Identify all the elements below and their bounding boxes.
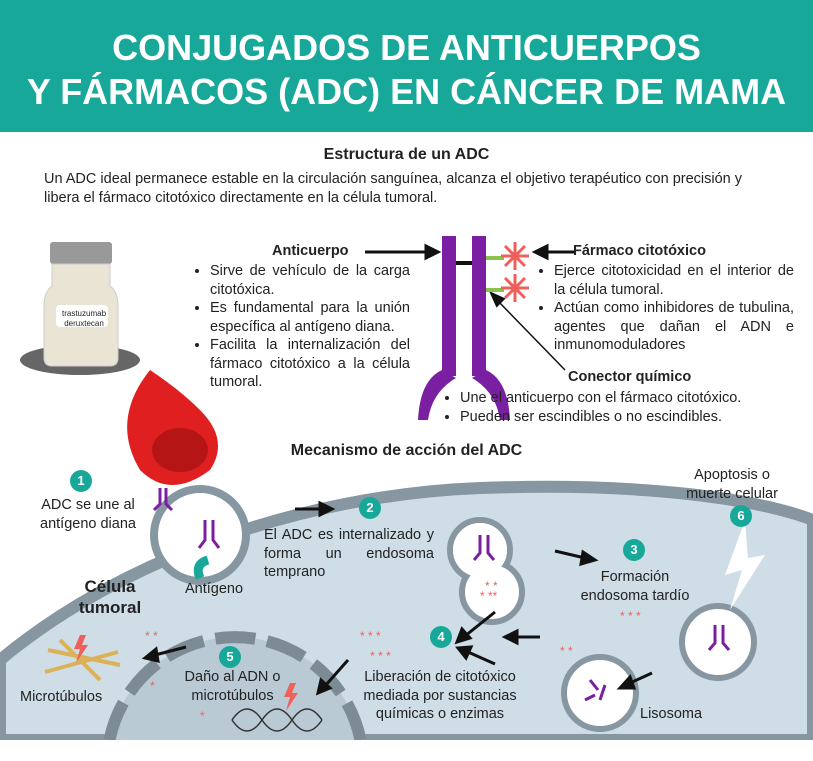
drug-bullet: Ejerce citotoxicidad en el interior de l… — [554, 262, 794, 299]
endosome-right — [679, 603, 757, 681]
vial-icon — [20, 242, 140, 375]
drug-bullet: Actúan como inhibidores de tubulina, age… — [554, 299, 794, 355]
early-endosome-pocket — [150, 485, 250, 585]
drug-particles: * ** *** * ** * ** ** ** * *** — [145, 579, 641, 723]
antibody-label: Anticuerpo — [272, 243, 349, 259]
svg-text:* * *: * * * — [360, 629, 381, 643]
microtubules-label: Microtúbulos — [20, 689, 103, 705]
vial-label-2: deruxtecan — [64, 319, 104, 328]
antibody-diagram — [418, 236, 510, 420]
step-5-text: Daño al ADN o microtúbulos — [184, 669, 281, 704]
header-banner — [0, 0, 813, 132]
process-arrows — [141, 243, 653, 696]
linker-label: Conector químico — [568, 369, 692, 385]
antibody-bullet: Sirve de vehículo de la carga citotóxica… — [210, 262, 410, 299]
step-1-text: ADC se une al antígeno diana — [40, 497, 136, 532]
step-6-badge: 6 — [730, 505, 752, 527]
cell-label: Célula tumoral — [78, 577, 142, 617]
step-4-badge: 4 — [430, 626, 452, 648]
lightning-icon — [725, 520, 765, 610]
linker — [486, 256, 504, 260]
svg-text:* *: * * — [485, 579, 498, 593]
drug-label: Fármaco citotóxico — [573, 243, 706, 259]
step-4-text: Liberación de citotóxico mediada por sus… — [363, 669, 517, 722]
svg-text:*: * — [150, 679, 155, 693]
hinge — [456, 261, 472, 265]
small-antibody-icons — [152, 488, 731, 702]
structure-intro: Un ADC ideal permanece estable en la cir… — [44, 171, 743, 206]
linker-bullet: Pueden ser escindibles o no escindibles. — [460, 408, 800, 427]
title-line-1: CONJUGADOS DE ANTICUERPOS — [112, 27, 701, 68]
svg-text:* *: * * — [145, 629, 158, 643]
drug-star-icons — [501, 242, 529, 302]
step-6-text: Apoptosis o muerte celular — [686, 467, 778, 502]
nucleus-envelope — [103, 631, 367, 742]
microtubules-icon — [44, 638, 121, 682]
lysosome-label: Lisosoma — [640, 706, 703, 722]
step-1-badge: 1 — [70, 470, 92, 492]
svg-text:* **: * ** — [480, 589, 498, 603]
linker-bullet: Une el anticuerpo con el fármaco citotóx… — [460, 389, 800, 408]
step-2-badge: 2 — [359, 497, 381, 519]
vial-label-1: trastuzumab — [62, 309, 107, 318]
svg-text:*: * — [200, 709, 205, 723]
lysosome — [561, 654, 639, 732]
structure-heading: Estructura de un ADC — [323, 146, 490, 163]
drug-bullets: Ejerce citotoxicidad en el interior de l… — [540, 262, 794, 355]
svg-text:* * *: * * * — [620, 609, 641, 623]
nucleus — [109, 637, 361, 740]
antigen-shape — [193, 555, 210, 580]
antibody-bullet: Facilita la internalización del fármaco … — [210, 336, 410, 392]
step-2-text: El ADC es internalizado y forma un endos… — [264, 527, 434, 580]
linker-bullets: Une el anticuerpo con el fármaco citotóx… — [446, 389, 800, 426]
step-3-text: Formación endosoma tardío — [580, 569, 690, 604]
svg-text:* *: * * — [560, 644, 573, 658]
step-3-badge: 3 — [623, 539, 645, 561]
antigen-label: Antígeno — [185, 581, 244, 597]
damage-bolt-icon — [284, 683, 298, 711]
title-line-2: Y FÁRMACOS (ADC) EN CÁNCER DE MAMA — [26, 71, 787, 112]
dna-icon — [231, 708, 323, 732]
antibody-bullets: Sirve de vehículo de la carga citotóxica… — [196, 262, 410, 392]
mechanism-heading: Mecanismo de acción del ADC — [290, 442, 523, 459]
svg-text:* * *: * * * — [370, 649, 391, 663]
step-5-badge: 5 — [219, 646, 241, 668]
antibody-bullet: Es fundamental para la unión específica … — [210, 299, 410, 336]
